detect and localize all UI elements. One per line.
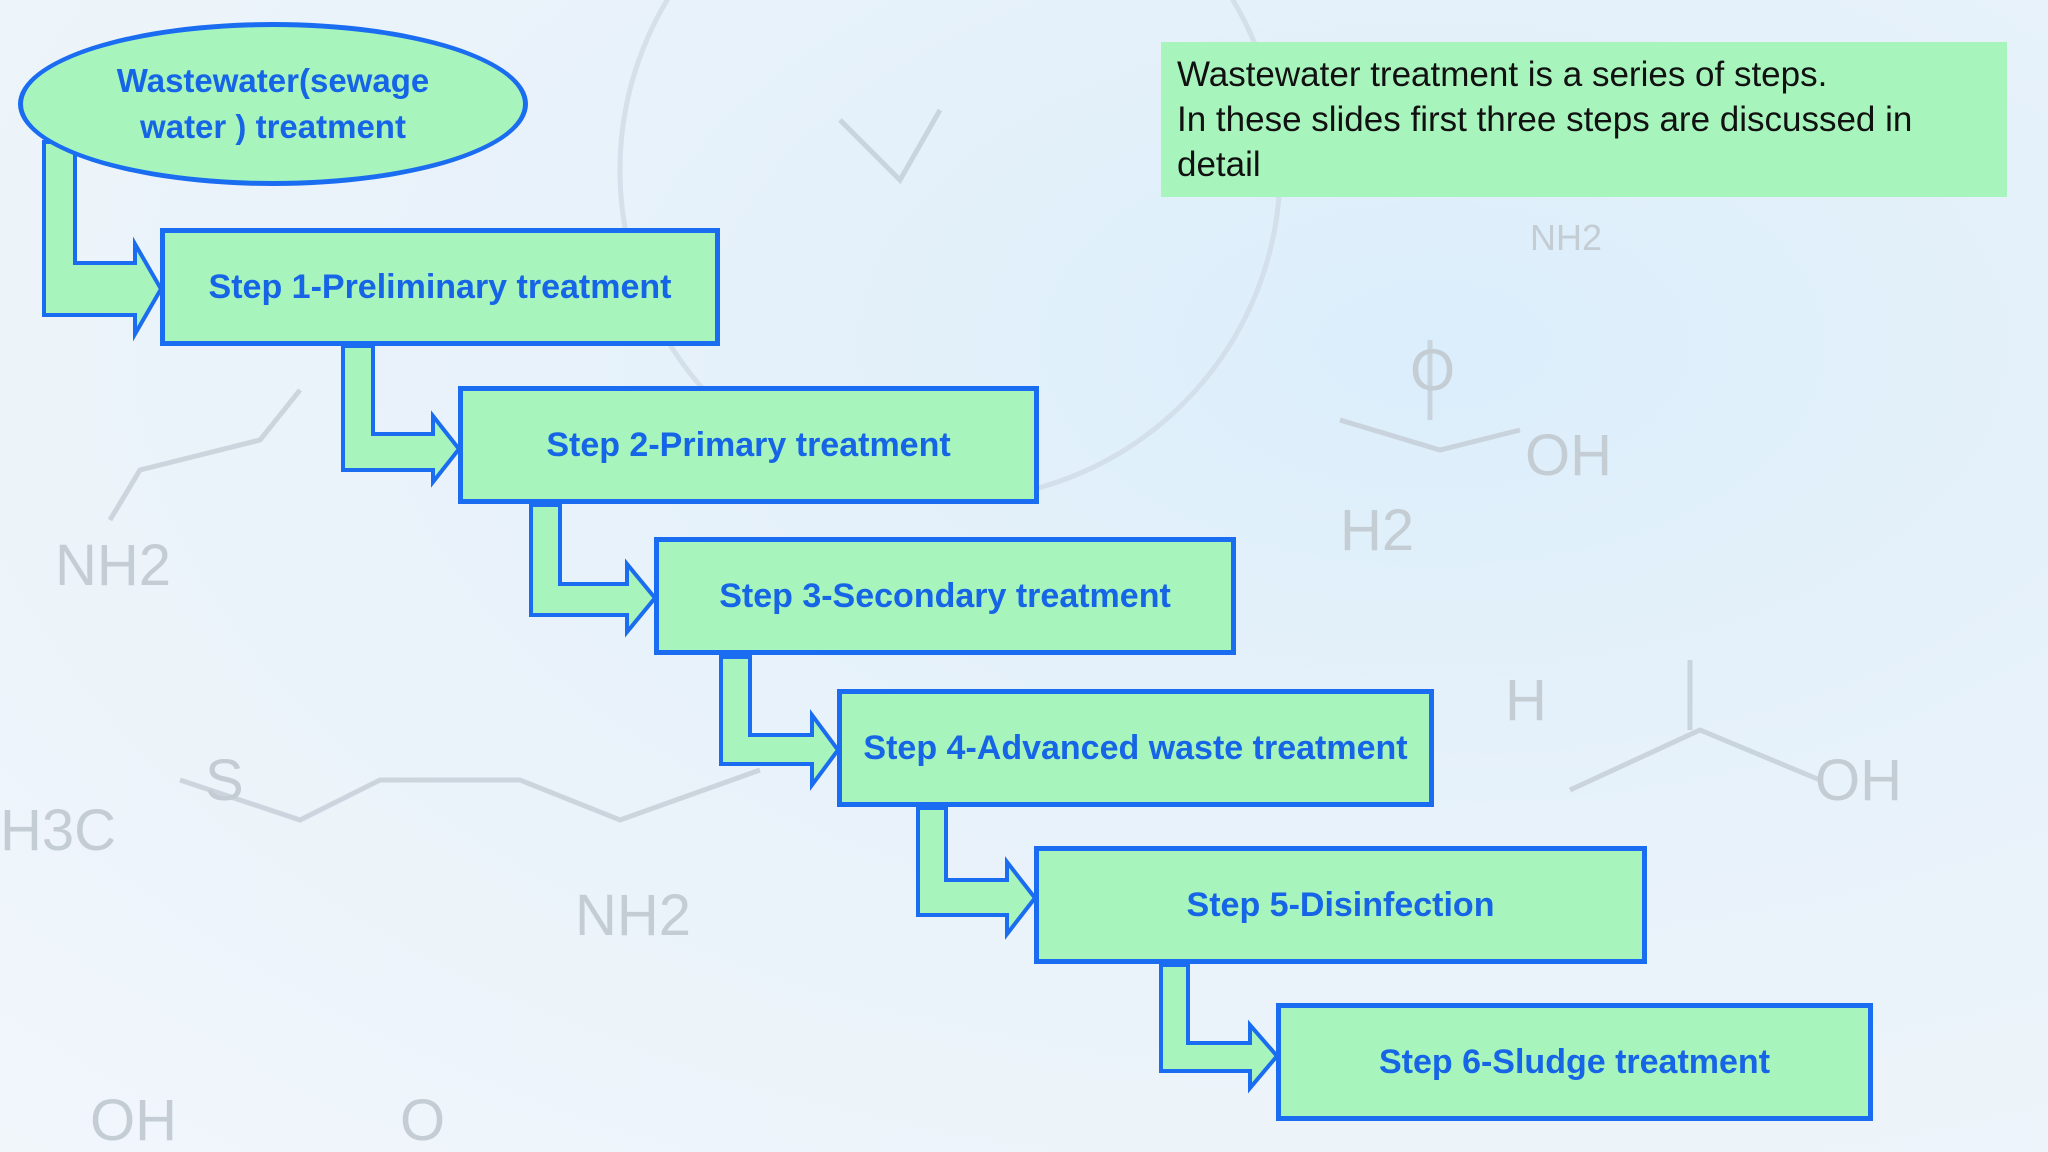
step-1-box: Step 1-Preliminary treatment	[160, 228, 720, 346]
connector-arrow-2	[341, 344, 462, 488]
bg-label-h: H	[1505, 668, 1547, 733]
bg-label-nh2-left: NH2	[55, 533, 171, 598]
bg-label-s: S	[205, 748, 244, 813]
bg-label-oh-right: OH	[1525, 423, 1612, 488]
step-1-label: Step 1-Preliminary treatment	[208, 267, 672, 306]
connector-arrow-6	[1159, 963, 1280, 1094]
bg-label-nh2-mid: NH2	[575, 883, 691, 948]
step-4-box: Step 4-Advanced waste treatment	[837, 689, 1434, 807]
step-6-box: Step 6-Sludge treatment	[1276, 1003, 1873, 1121]
connector-arrow-1	[42, 140, 164, 342]
step-6-label: Step 6-Sludge treatment	[1378, 1042, 1771, 1081]
start-node-label: Wastewater(sewage water ) treatment	[116, 62, 430, 145]
start-node-wastewater-treatment: Wastewater(sewage water ) treatment	[18, 22, 528, 186]
bg-label-h3c: H3C	[0, 798, 116, 863]
bg-label-oh-bottom: OH	[90, 1088, 177, 1152]
step-2-box: Step 2-Primary treatment	[458, 386, 1039, 504]
connector-arrow-5	[916, 806, 1038, 940]
step-2-label: Step 2-Primary treatment	[546, 425, 951, 464]
note-line-2: In these slides first three steps are di…	[1177, 100, 1913, 139]
step-3-label: Step 3-Secondary treatment	[719, 576, 1171, 615]
connector-arrow-3	[529, 503, 658, 638]
step-4-label: Step 4-Advanced waste treatment	[863, 728, 1408, 767]
bg-label-o-bottom: O	[400, 1088, 445, 1152]
info-note: Wastewater treatment is a series of step…	[1161, 42, 2007, 197]
bg-label-h2: H2	[1340, 498, 1414, 563]
step-3-box: Step 3-Secondary treatment	[654, 537, 1236, 655]
step-5-box: Step 5-Disinfection	[1034, 846, 1647, 964]
connector-arrow-4	[719, 655, 841, 792]
bg-label-o: O	[1410, 338, 1455, 403]
bg-label-oh-far-right: OH	[1815, 748, 1902, 813]
bg-label-nh2-top: NH2	[1530, 217, 1602, 258]
note-line-3: detail	[1177, 145, 1261, 184]
note-line-1: Wastewater treatment is a series of step…	[1177, 55, 1828, 94]
step-5-label: Step 5-Disinfection	[1186, 885, 1495, 924]
